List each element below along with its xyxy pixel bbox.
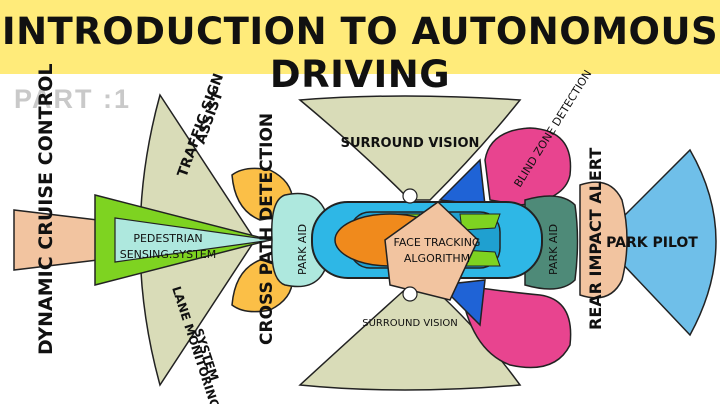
label-park-aid-rear: PARK AID (547, 224, 560, 275)
label-pedestrian-line2: SENSING.SYSTEM (120, 248, 216, 261)
label-dynamic-cruise-control: DYNAMIC CRUISE CONTROL (35, 64, 57, 356)
label-face-tracking-line2: ALGORITHM (404, 252, 470, 265)
page-title: INTRODUCTION TO AUTONOMOUS DRIVING (1, 10, 719, 96)
rear-impact-zone (579, 181, 628, 299)
park-pilot-zone (598, 148, 717, 337)
pedestrian-sensing-zone (114, 217, 273, 263)
park-aid-front-zone (271, 192, 331, 288)
sensor-circle-top (402, 188, 418, 204)
part-label: PART :1 (14, 84, 132, 114)
label-face-tracking-line1: FACE TRACKING (394, 236, 481, 249)
label-pedestrian-line1: PEDESTRIAN (133, 232, 202, 245)
blind-zone-bottom (459, 284, 572, 369)
label-park-aid-front: PARK AID (296, 224, 309, 275)
label-rear-impact-alert: REAR IMPACT ALERT (586, 148, 605, 330)
label-cross-path-detection: CROSS PATH DETECTION (257, 113, 277, 345)
label-park-pilot: PARK PILOT (606, 235, 698, 251)
title-banner: INTRODUCTION TO AUTONOMOUS DRIVING (0, 0, 720, 96)
park-aid-rear-zone (524, 195, 579, 290)
surround-vision-top-zone (298, 95, 522, 201)
label-surround-vision-bottom: SURROUND VISION (362, 318, 458, 329)
label-surround-vision-top: SURROUND VISION (341, 136, 480, 151)
face-tracking-zone (384, 201, 479, 301)
sensor-circle-bottom (402, 286, 418, 302)
